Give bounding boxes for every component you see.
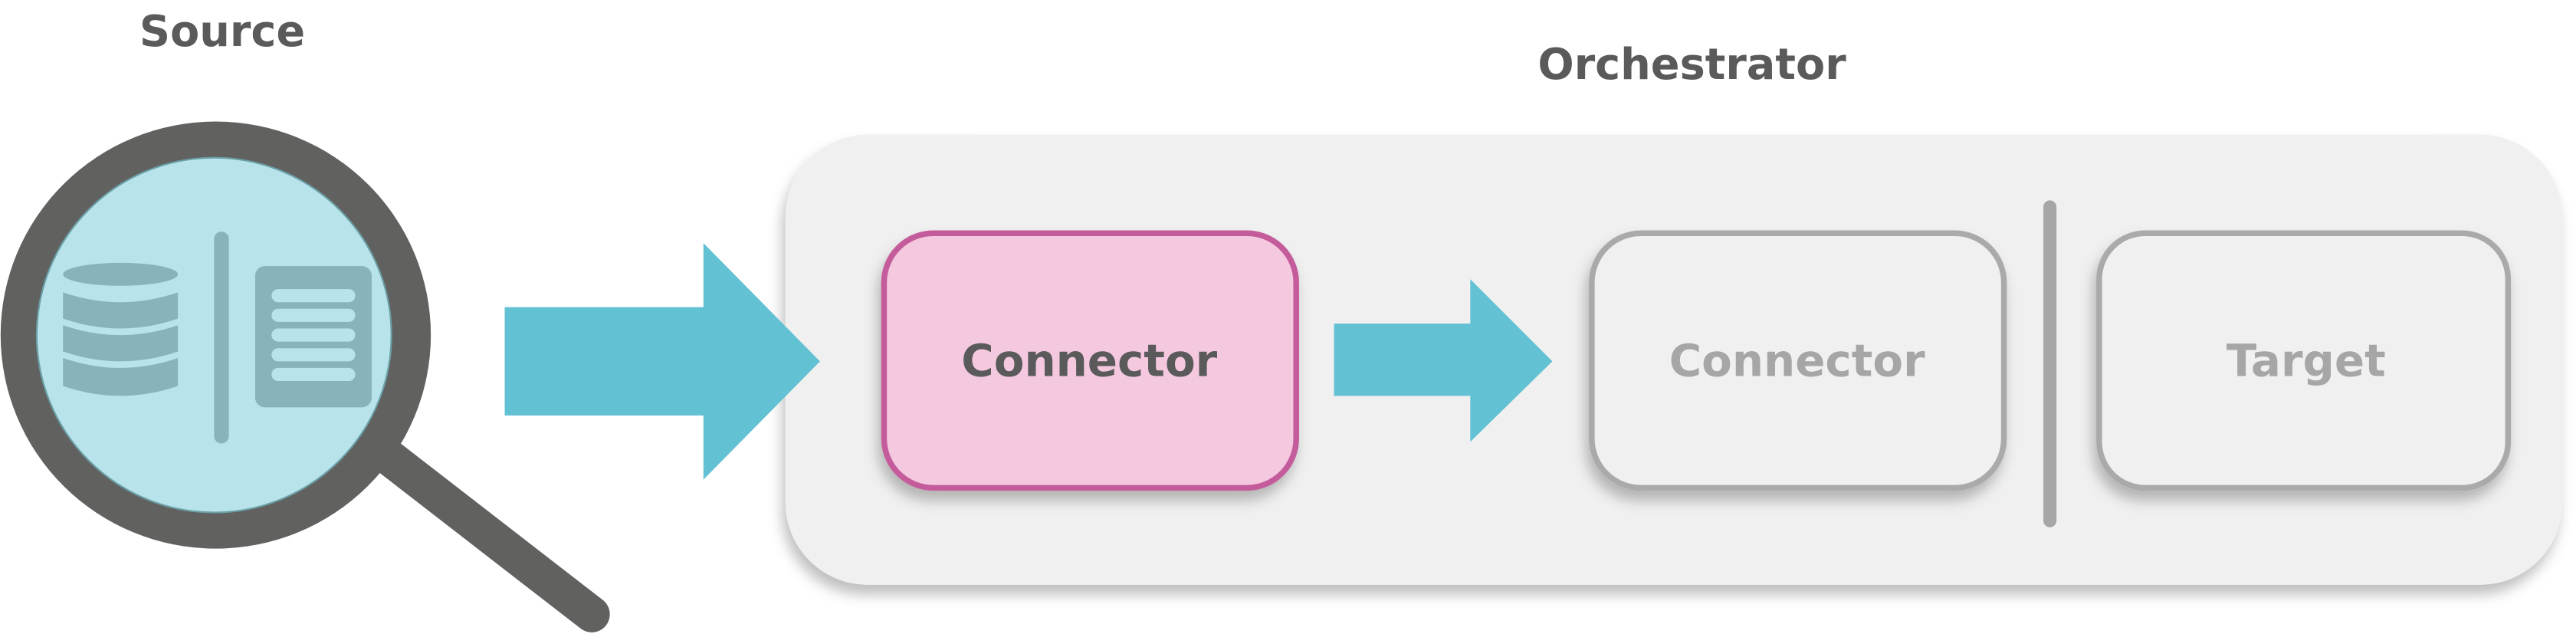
orchestrator-title: Orchestrator	[1537, 40, 1846, 90]
document-icon	[254, 266, 372, 408]
next-connector-node[interactable]: Connector	[1589, 230, 2007, 491]
divider-bar	[214, 232, 229, 444]
active-connector-label: Connector	[961, 335, 1217, 387]
target-node[interactable]: Target	[2096, 230, 2512, 491]
magnifier-database-icon	[0, 121, 610, 632]
separator-line	[2043, 200, 2057, 527]
source-title: Source	[139, 7, 305, 57]
active-connector-node[interactable]: Connector	[881, 230, 1299, 491]
target-label: Target	[2227, 335, 2386, 387]
arrow-right-icon	[504, 243, 820, 480]
arrow-right-icon	[1334, 279, 1553, 442]
database-icon	[63, 262, 179, 396]
next-connector-label: Connector	[1669, 335, 1925, 387]
magnifier-handle	[369, 439, 610, 632]
